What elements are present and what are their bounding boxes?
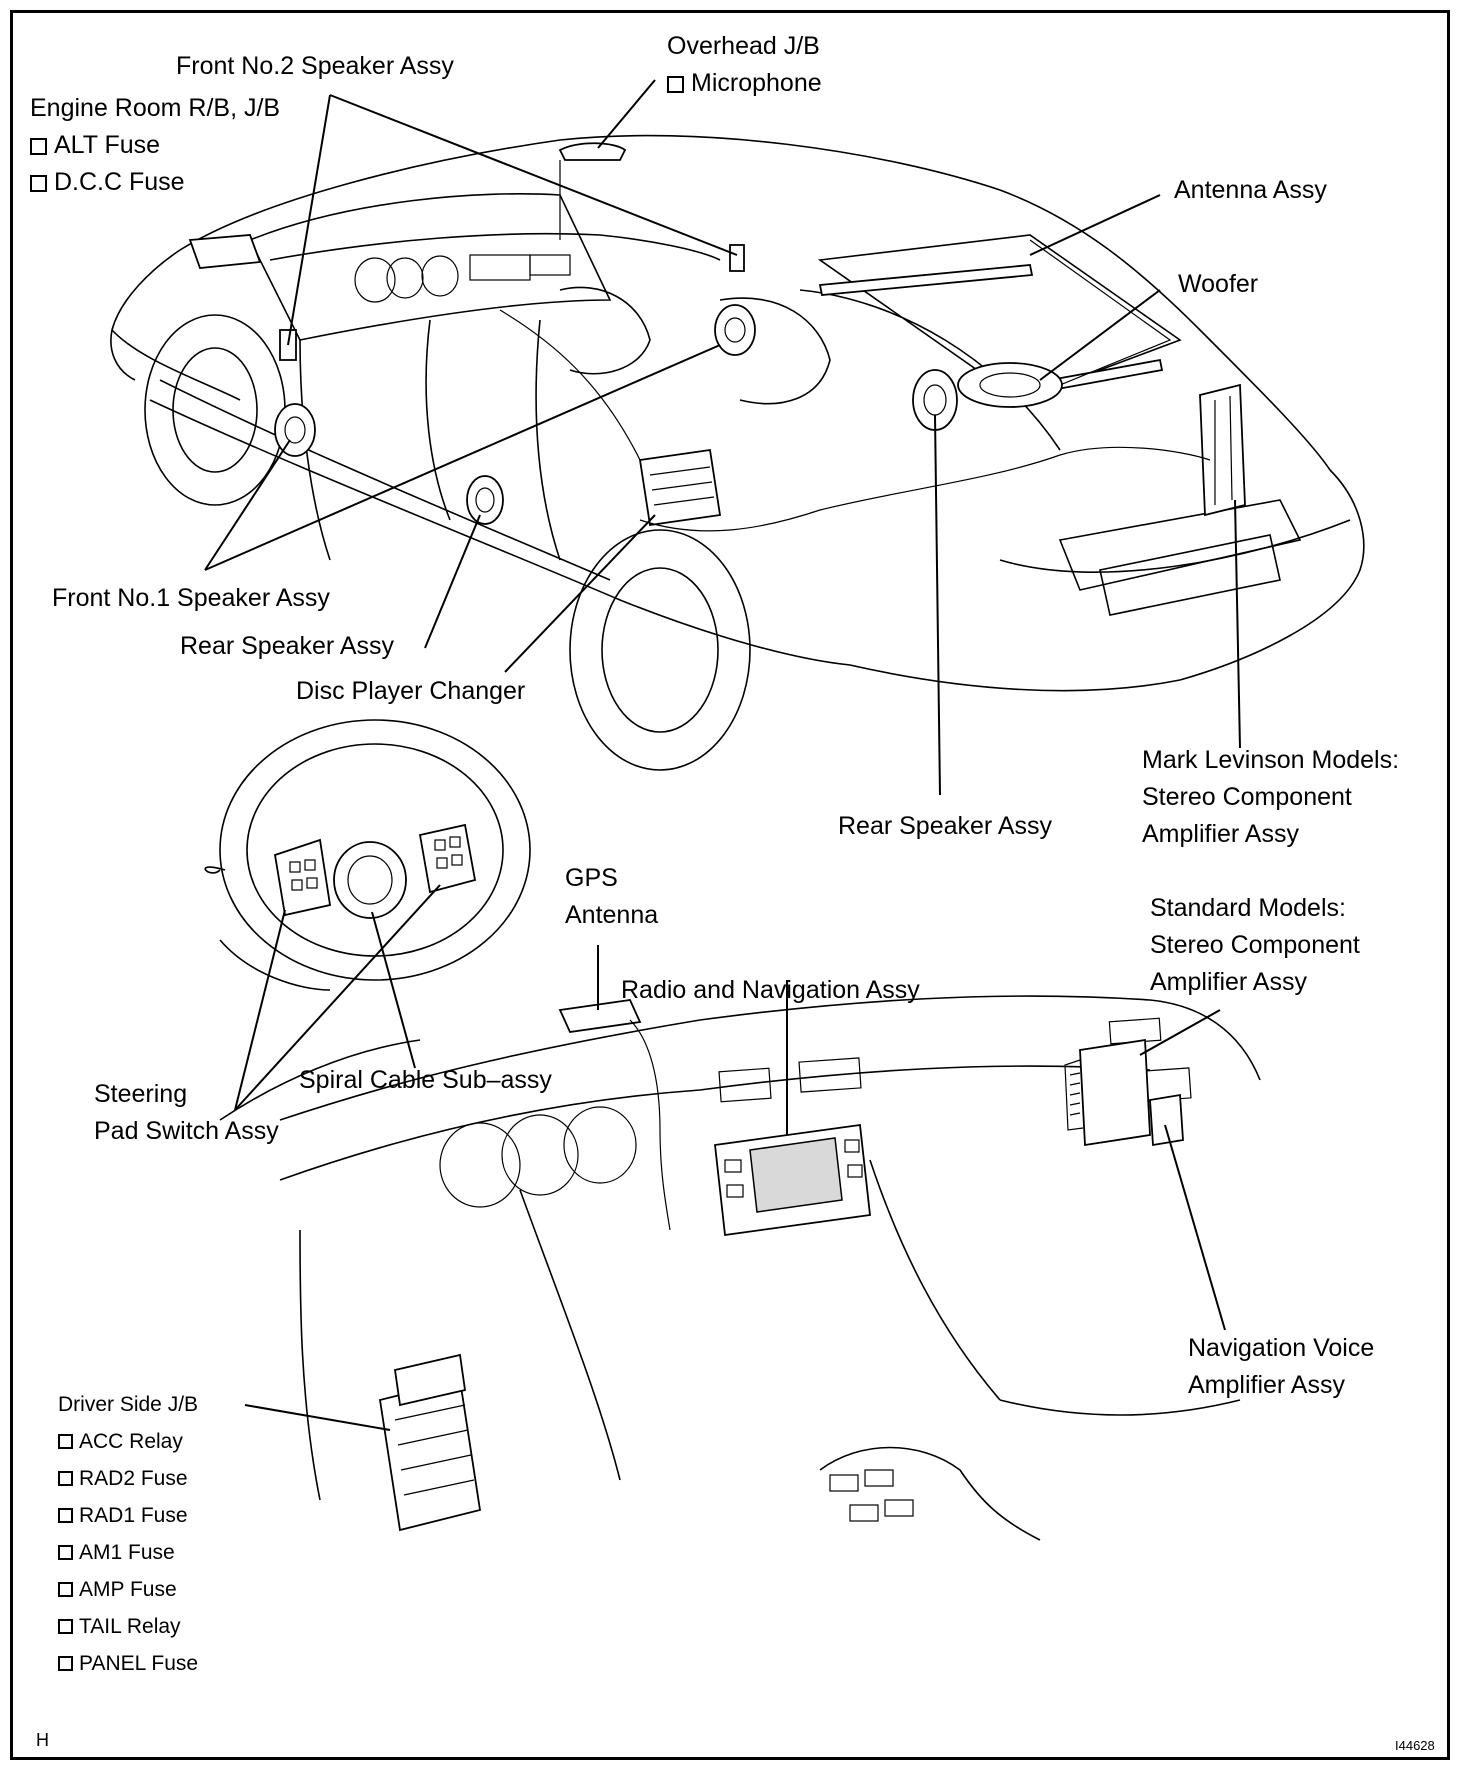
dashboard-drawing [219, 995, 1261, 1541]
acc-relay-text: ACC Relay [79, 1430, 183, 1453]
navigation-voice-amplifier-label: Navigation Voice Amplifier Assy [1188, 1330, 1374, 1404]
driver-side-jb-title: Driver Side J/B [58, 1393, 199, 1416]
navigation-voice-line-1: Navigation Voice [1188, 1334, 1375, 1362]
amp-fuse-text: AMP Fuse [79, 1578, 177, 1601]
leader-lines [204, 79, 1241, 1431]
checkbox-icon [58, 1471, 73, 1486]
driver-side-item: PANEL Fuse [58, 1645, 198, 1682]
alt-fuse-item: ALT Fuse [30, 127, 280, 164]
antenna-assy-label: Antenna Assy [1174, 176, 1327, 204]
panel-fuse-text: PANEL Fuse [79, 1652, 199, 1675]
mark-levinson-line-3: Amplifier Assy [1142, 820, 1299, 848]
driver-side-item: ACC Relay [58, 1423, 198, 1460]
steering-wheel-drawing [204, 719, 531, 991]
checkbox-icon [58, 1582, 73, 1597]
standard-models-label: Standard Models: Stereo Component Amplif… [1150, 890, 1360, 1001]
dcc-fuse-item: D.C.C Fuse [30, 164, 280, 201]
am1-fuse-text: AM1 Fuse [79, 1541, 175, 1564]
checkbox-icon [667, 76, 684, 93]
checkbox-icon [58, 1545, 73, 1560]
driver-side-item: AM1 Fuse [58, 1534, 198, 1571]
checkbox-icon [30, 138, 47, 155]
rad2-fuse-text: RAD2 Fuse [79, 1467, 188, 1490]
woofer-label: Woofer [1178, 270, 1259, 298]
engine-room-title: Engine Room R/B, J/B [30, 94, 281, 122]
diagram-frame [10, 10, 1450, 1760]
front-no2-speaker-label: Front No.2 Speaker Assy [176, 52, 454, 80]
steering-pad-switch-label: Steering Pad Switch Assy [94, 1076, 279, 1150]
engine-room-rb-jb-label: Engine Room R/B, J/B ALT Fuse D.C.C Fuse [30, 90, 280, 201]
driver-side-item: RAD1 Fuse [58, 1497, 198, 1534]
navigation-voice-line-2: Amplifier Assy [1188, 1371, 1345, 1399]
radio-navigation-label: Radio and Navigation Assy [621, 976, 920, 1004]
microphone-text: Microphone [691, 69, 822, 97]
checkbox-icon [58, 1434, 73, 1449]
gps-antenna-label: GPS Antenna [565, 860, 658, 934]
standard-models-line-1: Standard Models: [1150, 894, 1346, 922]
spiral-cable-label: Spiral Cable Sub–assy [299, 1066, 552, 1094]
alt-fuse-text: ALT Fuse [54, 131, 161, 159]
microphone-item: Microphone [667, 65, 822, 102]
tail-relay-text: TAIL Relay [79, 1615, 181, 1638]
checkbox-icon [30, 175, 47, 192]
driver-side-jb-label: Driver Side J/B ACC Relay RAD2 Fuse RAD1… [58, 1386, 198, 1682]
gps-antenna-line-1: GPS [565, 864, 618, 892]
corner-letter: H [36, 1730, 49, 1750]
mark-levinson-label: Mark Levinson Models: Stereo Component A… [1142, 742, 1399, 853]
steering-pad-line-1: Steering [94, 1080, 188, 1108]
figure-id: I44628 [1395, 1738, 1435, 1753]
rear-speaker-right-label: Rear Speaker Assy [838, 812, 1052, 840]
gps-antenna-line-2: Antenna [565, 901, 659, 929]
car-body-drawing [110, 134, 1365, 771]
driver-side-item: RAD2 Fuse [58, 1460, 198, 1497]
disc-player-changer-label: Disc Player Changer [296, 677, 526, 705]
checkbox-icon [58, 1619, 73, 1634]
checkbox-icon [58, 1656, 73, 1671]
driver-side-item: TAIL Relay [58, 1608, 198, 1645]
rear-speaker-left-label: Rear Speaker Assy [180, 632, 394, 660]
checkbox-icon [58, 1508, 73, 1523]
rad1-fuse-text: RAD1 Fuse [79, 1504, 188, 1527]
dcc-fuse-text: D.C.C Fuse [54, 168, 185, 196]
steering-pad-line-2: Pad Switch Assy [94, 1117, 279, 1145]
mark-levinson-line-1: Mark Levinson Models: [1142, 746, 1400, 774]
standard-models-line-3: Amplifier Assy [1150, 968, 1307, 996]
overhead-jb-label: Overhead J/B Microphone [667, 28, 822, 102]
front-no1-speaker-label: Front No.1 Speaker Assy [52, 584, 330, 612]
mark-levinson-line-2: Stereo Component [1142, 783, 1352, 811]
driver-side-item: AMP Fuse [58, 1571, 198, 1608]
standard-models-line-2: Stereo Component [1150, 931, 1360, 959]
overhead-jb-title: Overhead J/B [667, 32, 820, 60]
